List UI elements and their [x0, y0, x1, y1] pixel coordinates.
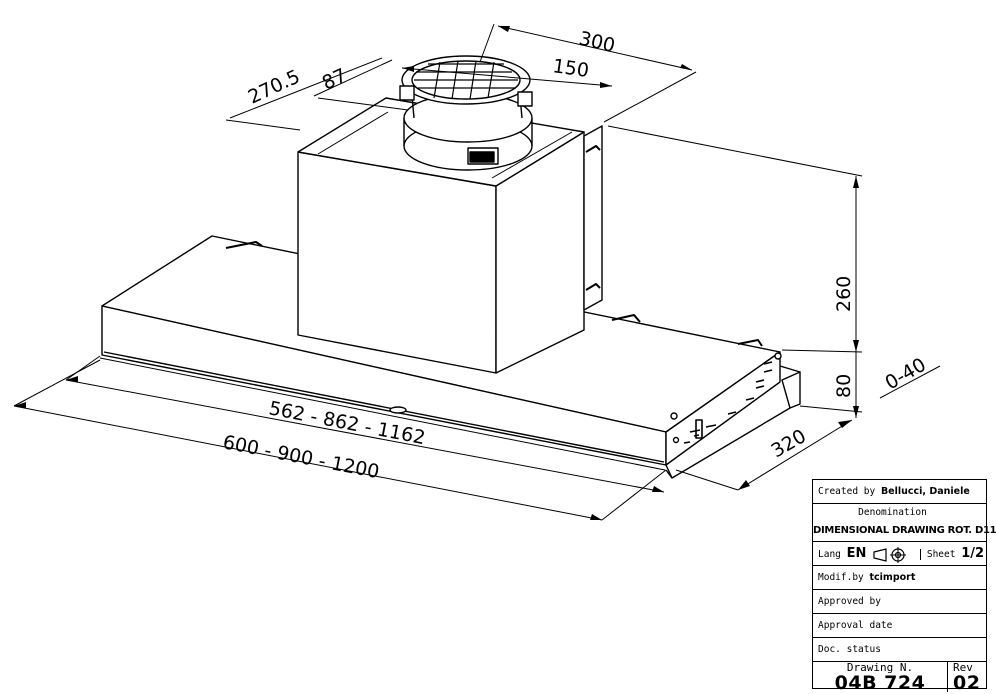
- dimension-arrows: [14, 26, 859, 520]
- duct-collar: [399, 55, 533, 171]
- doc-status-row: Doc. status: [813, 638, 986, 662]
- lang-label: Lang: [818, 549, 841, 560]
- drawing-cell: Drawing N. 04B 724: [813, 661, 948, 694]
- rev-cell: Rev 02: [953, 661, 981, 694]
- approval-date-row: Approval date: [813, 614, 986, 638]
- sheet-value: 1/2: [961, 546, 985, 561]
- drawing-label: Drawing N.: [846, 661, 914, 674]
- dim-80: 80: [833, 374, 855, 398]
- rev-value: 02: [953, 672, 981, 694]
- rev-label: Rev: [953, 661, 973, 674]
- dimension-lines: [13, 23, 941, 521]
- created-row: Created by Bellucci, Daniele: [813, 480, 986, 504]
- dim-270-5: 270.5: [245, 66, 304, 109]
- dim-87: 87: [319, 64, 350, 94]
- denomination-label: Denomination: [858, 507, 927, 518]
- sheet-label: Sheet: [926, 549, 956, 560]
- dim-150: 150: [551, 55, 590, 82]
- approved-row: Approved by: [813, 590, 986, 614]
- denomination-value: DIMENSIONAL DRAWING ROT. D11: [813, 525, 996, 536]
- created-label: Created by: [818, 486, 876, 497]
- approval-date-label: Approval date: [818, 620, 893, 631]
- drawing-row: Drawing N. 04B 724 Rev 02: [813, 661, 986, 694]
- doc-status-label: Doc. status: [818, 644, 881, 655]
- title-block: Created by Bellucci, Daniele Denominatio…: [812, 479, 996, 694]
- denomination-row: Denomination DIMENSIONAL DRAWING ROT. D1…: [813, 504, 996, 542]
- dim-260: 260: [833, 276, 855, 312]
- dim-outer-widths: 600 - 900 - 1200: [221, 431, 381, 483]
- lang-value: EN: [846, 546, 867, 561]
- created-value: Bellucci, Daniele: [880, 486, 970, 497]
- modif-value: tcimport: [869, 572, 916, 583]
- projection-symbol-icon: [873, 546, 907, 563]
- dim-0-40: 0-40: [882, 354, 930, 395]
- modif-label: Modif.by: [818, 572, 864, 583]
- approved-label: Approved by: [818, 596, 881, 607]
- drawing-number: 04B 724: [834, 672, 926, 694]
- lang-row: Lang EN Sheet 1/2: [813, 542, 986, 566]
- modif-row: Modif.by tcimport: [813, 566, 986, 590]
- technical-drawing: 300 150 270.5 87 260 80 0-40 320 562 - 8…: [13, 23, 941, 521]
- dim-300: 300: [577, 27, 617, 57]
- dim-320: 320: [768, 425, 810, 462]
